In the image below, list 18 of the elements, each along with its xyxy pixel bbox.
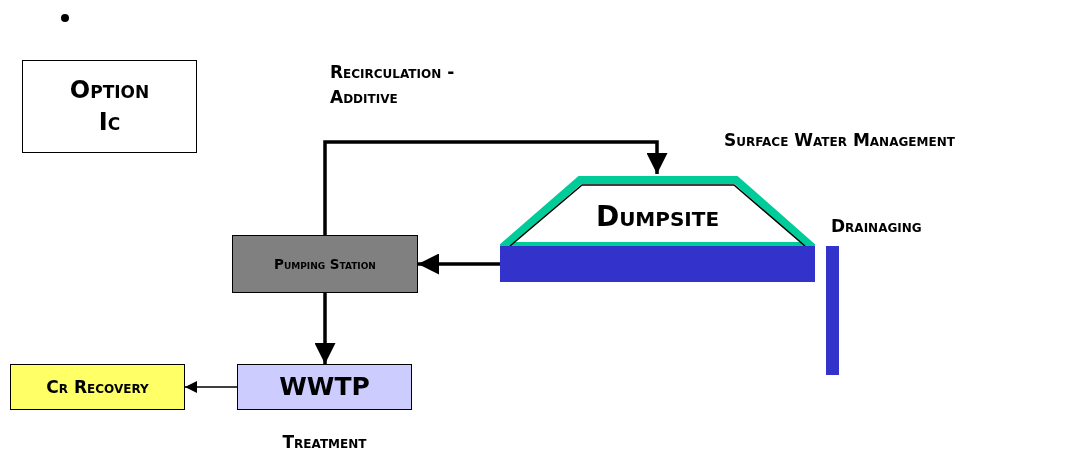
option-box bbox=[22, 60, 197, 153]
node-label: Cr Recovery bbox=[46, 377, 149, 397]
node-label: WWTP bbox=[279, 373, 370, 401]
node-label: Dumpsite bbox=[595, 202, 720, 233]
annotation-label: Drainaging bbox=[831, 216, 922, 236]
process-box bbox=[237, 364, 412, 410]
node-caption: Treatment bbox=[282, 432, 367, 452]
annotation-label: Surface Water Management bbox=[724, 130, 955, 150]
arrow bbox=[184, 381, 238, 393]
arrow bbox=[314, 293, 336, 364]
arrow bbox=[418, 253, 500, 275]
edge-label: Recirculation - Additive bbox=[330, 61, 456, 109]
arrow bbox=[323, 140, 668, 235]
process-box bbox=[232, 235, 418, 293]
node-label: Pumping Station bbox=[274, 256, 376, 272]
process-box bbox=[10, 364, 185, 410]
dumpsite-mound bbox=[500, 174, 815, 282]
node-label: Option Ic bbox=[68, 75, 151, 138]
